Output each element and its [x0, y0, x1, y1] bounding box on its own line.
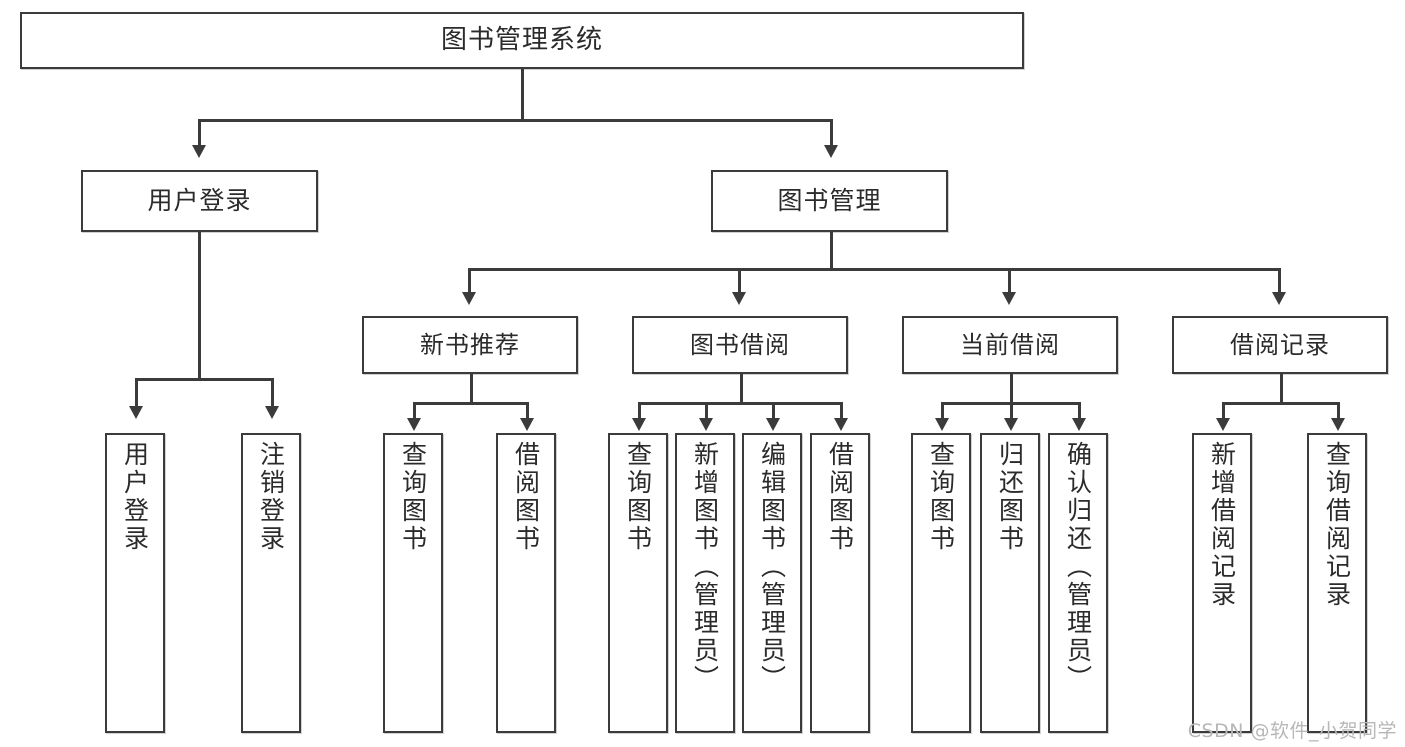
- connector-to-book-borrow: [738, 268, 741, 294]
- node-label: 图书借阅: [690, 330, 790, 359]
- connector-root-to-user-login: [198, 119, 201, 147]
- connector-book-borrow-stem: [740, 374, 743, 404]
- leaf-edit-book-admin[interactable]: 编辑图书（管理员）: [742, 433, 802, 733]
- arrow-to-leaf-add-book: [699, 418, 713, 431]
- connector-root-to-book-management: [830, 119, 833, 147]
- arrow-to-leaf-borrow-book-1: [520, 418, 534, 431]
- leaf-logout[interactable]: 注销登录: [241, 433, 301, 733]
- connector-current-borrow-drop-2: [1010, 402, 1013, 420]
- connector-current-borrow-drop-1: [941, 402, 944, 420]
- connector-borrow-record-stem: [1280, 374, 1283, 404]
- leaf-query-borrow-record[interactable]: 查询借阅记录: [1307, 433, 1367, 733]
- connector-user-login-stem: [198, 232, 201, 380]
- arrow-to-borrow-record: [1272, 292, 1286, 305]
- leaf-return-book[interactable]: 归还图书: [980, 433, 1040, 733]
- connector-new-book-bus: [413, 402, 528, 405]
- leaf-borrow-book-recommend[interactable]: 借阅图书: [496, 433, 556, 733]
- node-label: 新增借阅记录: [1207, 441, 1237, 609]
- arrow-to-book-borrow: [732, 292, 746, 305]
- leaf-query-book-borrow[interactable]: 查询图书: [608, 433, 668, 733]
- node-root-book-management-system[interactable]: 图书管理系统: [20, 12, 1024, 69]
- arrow-to-leaf-query-borrow-record: [1331, 418, 1345, 431]
- connector-level3-bus: [468, 268, 1280, 271]
- arrow-to-book-management: [824, 145, 838, 158]
- connector-new-book-stem: [470, 374, 473, 404]
- node-label: 借阅记录: [1230, 330, 1330, 359]
- node-label: 查询借阅记录: [1322, 441, 1352, 609]
- connector-new-book-drop-1: [413, 402, 416, 420]
- node-label: 图书管理: [777, 186, 882, 215]
- node-label: 查询图书: [398, 441, 428, 553]
- connector-book-borrow-drop-4: [840, 402, 843, 420]
- arrow-to-leaf-query-book-1: [407, 418, 421, 431]
- node-label: 借阅图书: [511, 441, 541, 553]
- node-label: 用户登录: [120, 441, 150, 553]
- connector-user-login-bus: [135, 378, 273, 381]
- leaf-borrow-book[interactable]: 借阅图书: [810, 433, 870, 733]
- connector-to-borrow-record: [1278, 268, 1281, 294]
- leaf-query-book-recommend[interactable]: 查询图书: [383, 433, 443, 733]
- arrow-to-leaf-confirm-return: [1072, 418, 1086, 431]
- leaf-add-book-admin[interactable]: 新增图书（管理员）: [675, 433, 735, 733]
- node-label: 新增图书（管理员）: [690, 441, 720, 693]
- connector-root-stem: [521, 69, 524, 121]
- connector-new-book-drop-2: [526, 402, 529, 420]
- arrow-to-leaf-add-borrow-record: [1216, 418, 1230, 431]
- leaf-confirm-return-admin[interactable]: 确认归还（管理员）: [1048, 433, 1108, 733]
- node-book-management[interactable]: 图书管理: [711, 170, 948, 232]
- arrow-to-leaf-user-login: [129, 406, 143, 419]
- node-label: 用户登录: [147, 186, 252, 215]
- arrow-to-current-borrow: [1002, 292, 1016, 305]
- connector-user-login-drop-2: [271, 378, 274, 408]
- node-user-login[interactable]: 用户登录: [81, 170, 318, 232]
- node-label: 确认归还（管理员）: [1063, 441, 1093, 693]
- connector-to-current-borrow: [1008, 268, 1011, 294]
- connector-book-borrow-drop-1: [638, 402, 641, 420]
- arrow-to-leaf-query-book-3: [935, 418, 949, 431]
- leaf-query-book-current[interactable]: 查询图书: [911, 433, 971, 733]
- connector-borrow-record-bus: [1222, 402, 1339, 405]
- connector-root-bus: [198, 119, 832, 122]
- node-label: 当前借阅: [960, 330, 1060, 359]
- node-label: 图书管理系统: [440, 24, 603, 55]
- connector-to-new-book-recommend: [468, 268, 471, 294]
- watermark-text: CSDN @软件_小贺同学: [1187, 720, 1397, 742]
- arrow-to-leaf-logout: [265, 406, 279, 419]
- node-label: 查询图书: [623, 441, 653, 553]
- arrow-to-leaf-borrow-book-2: [834, 418, 848, 431]
- connector-current-borrow-stem: [1010, 374, 1013, 404]
- node-current-borrow[interactable]: 当前借阅: [902, 316, 1118, 374]
- connector-book-borrow-drop-3: [772, 402, 775, 420]
- arrow-to-leaf-query-book-2: [632, 418, 646, 431]
- arrow-to-user-login: [192, 145, 206, 158]
- arrow-to-leaf-edit-book: [766, 418, 780, 431]
- arrow-to-leaf-return-book: [1004, 418, 1018, 431]
- connector-current-borrow-drop-3: [1078, 402, 1081, 420]
- node-label: 编辑图书（管理员）: [757, 441, 787, 693]
- connector-book-borrow-bus: [638, 402, 842, 405]
- node-borrow-record[interactable]: 借阅记录: [1172, 316, 1388, 374]
- connector-book-borrow-drop-2: [705, 402, 708, 420]
- node-label: 借阅图书: [825, 441, 855, 553]
- connector-borrow-record-drop-2: [1337, 402, 1340, 420]
- node-label: 查询图书: [926, 441, 956, 553]
- connector-book-management-stem: [830, 232, 833, 270]
- leaf-user-login[interactable]: 用户登录: [105, 433, 165, 733]
- leaf-add-borrow-record[interactable]: 新增借阅记录: [1192, 433, 1252, 733]
- node-book-borrow[interactable]: 图书借阅: [632, 316, 848, 374]
- connector-user-login-drop-1: [135, 378, 138, 408]
- connector-borrow-record-drop-1: [1222, 402, 1225, 420]
- node-label: 新书推荐: [420, 330, 520, 359]
- node-label: 归还图书: [995, 441, 1025, 553]
- node-new-book-recommend[interactable]: 新书推荐: [362, 316, 578, 374]
- node-label: 注销登录: [256, 441, 286, 553]
- arrow-to-new-book-recommend: [462, 292, 476, 305]
